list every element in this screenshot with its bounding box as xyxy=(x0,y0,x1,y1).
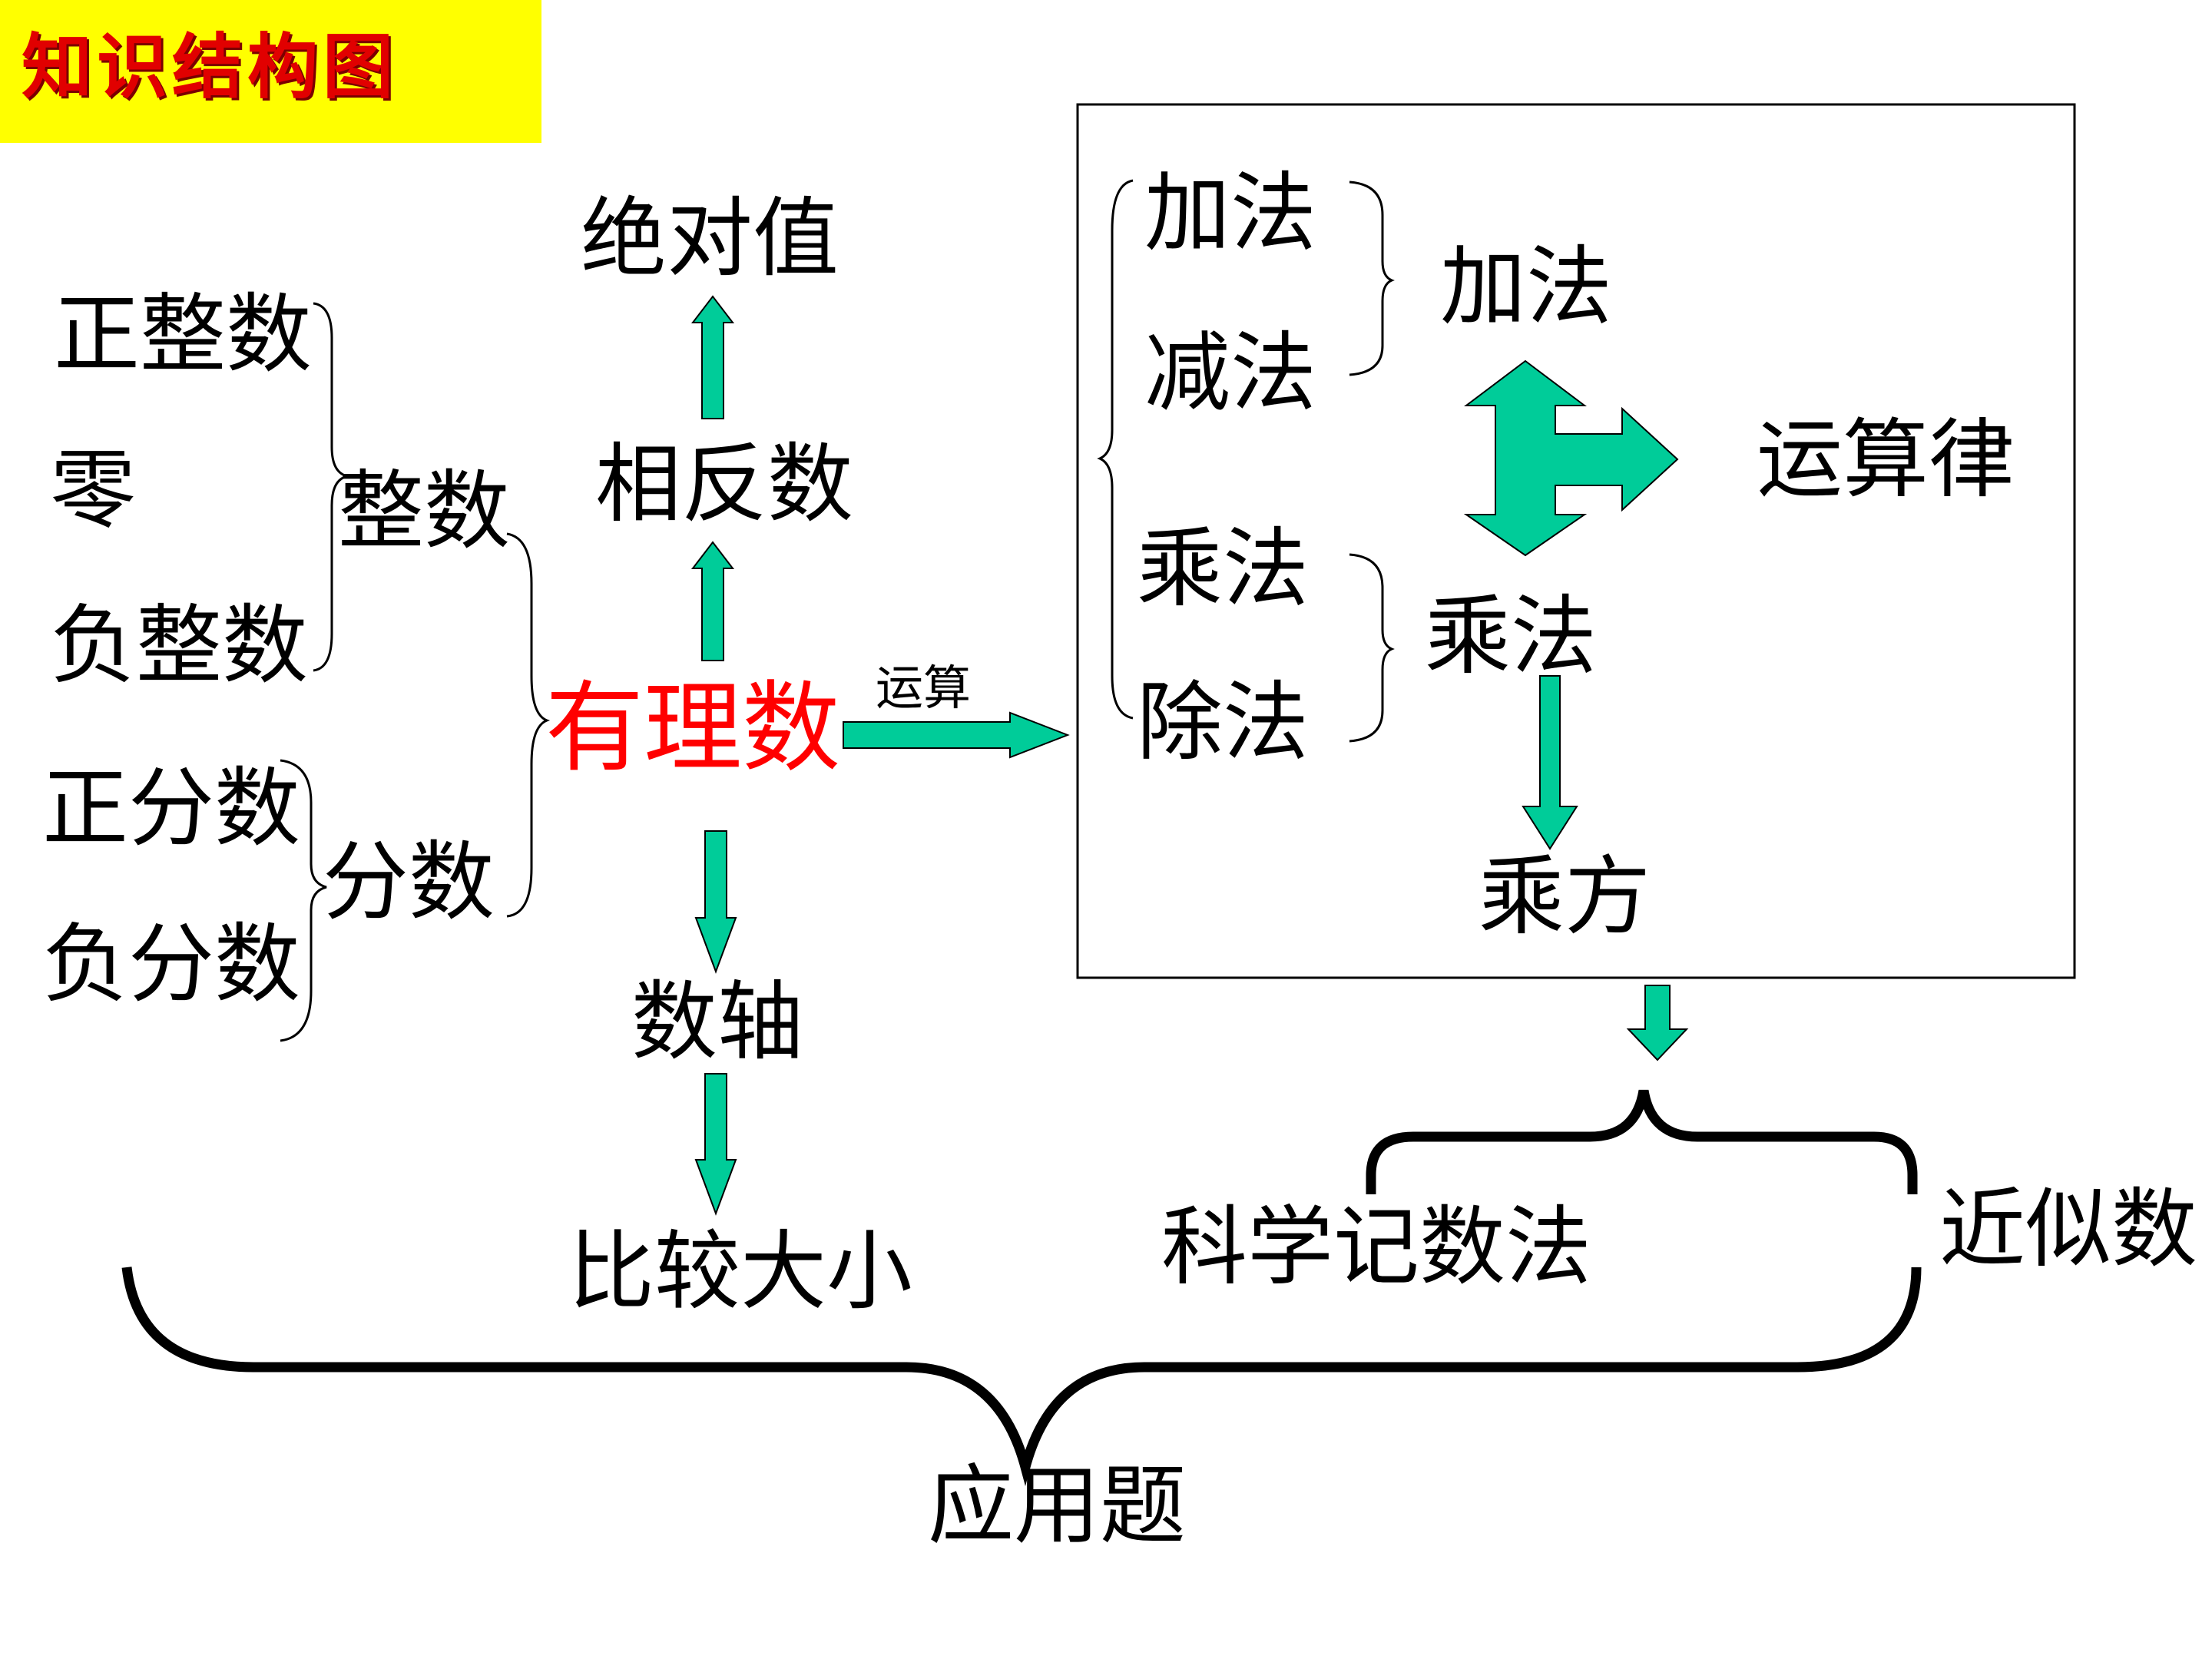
arrow-to-operations xyxy=(843,711,1070,759)
node-negative-fraction: 负分数 xyxy=(42,915,300,1015)
node-power: 乘方 xyxy=(1479,847,1651,947)
label-operation: 运算 xyxy=(876,660,972,716)
rational-brace xyxy=(506,532,551,918)
node-positive-integer: 正整数 xyxy=(54,285,312,385)
mul-div-brace xyxy=(1349,553,1395,743)
integer-brace xyxy=(313,302,348,672)
node-multiplication-left: 乘法 xyxy=(1137,519,1309,619)
arrow-to-absolute xyxy=(690,295,735,419)
title-banner: 知识结构图 xyxy=(0,0,541,143)
application-brace xyxy=(121,1267,1922,1486)
node-operation-laws: 运算律 xyxy=(1757,410,2015,510)
diagram-title: 知识结构图 xyxy=(22,26,399,108)
node-rational-number: 有理数 xyxy=(545,671,841,786)
node-fraction: 分数 xyxy=(323,833,495,932)
node-integer: 整数 xyxy=(338,462,510,561)
arrow-to-opposite xyxy=(690,541,735,661)
arrow-to-compare xyxy=(694,1073,737,1216)
operations-left-brace xyxy=(1097,179,1134,720)
fraction-brace xyxy=(280,759,327,1042)
node-positive-fraction: 正分数 xyxy=(42,759,300,859)
node-scientific-notation: 科学记数法 xyxy=(1161,1197,1591,1297)
node-absolute-value: 绝对值 xyxy=(581,189,839,289)
node-application-problems: 应用题 xyxy=(928,1456,1186,1556)
node-number-line: 数轴 xyxy=(631,972,803,1072)
node-addition-left: 加法 xyxy=(1144,164,1316,263)
node-approximate-number: 近似数 xyxy=(1939,1180,2197,1280)
arrow-add-mul-laws xyxy=(1463,359,1679,557)
node-zero: 零 xyxy=(50,441,136,541)
node-subtraction: 减法 xyxy=(1144,323,1316,423)
node-compare-size: 比较大小 xyxy=(568,1222,912,1322)
arrow-to-power xyxy=(1522,675,1578,850)
add-sub-brace xyxy=(1349,180,1395,376)
node-opposite-number: 相反数 xyxy=(595,435,853,535)
arrow-to-scientific xyxy=(1626,985,1689,1061)
node-division: 除法 xyxy=(1137,673,1309,773)
node-negative-integer: 负整数 xyxy=(50,596,308,696)
node-addition-right: 加法 xyxy=(1440,237,1612,337)
arrow-to-numberline xyxy=(694,830,737,974)
node-multiplication-right: 乘法 xyxy=(1425,587,1597,687)
scientific-brace xyxy=(1366,1089,1918,1194)
operations-box xyxy=(1076,103,2076,979)
